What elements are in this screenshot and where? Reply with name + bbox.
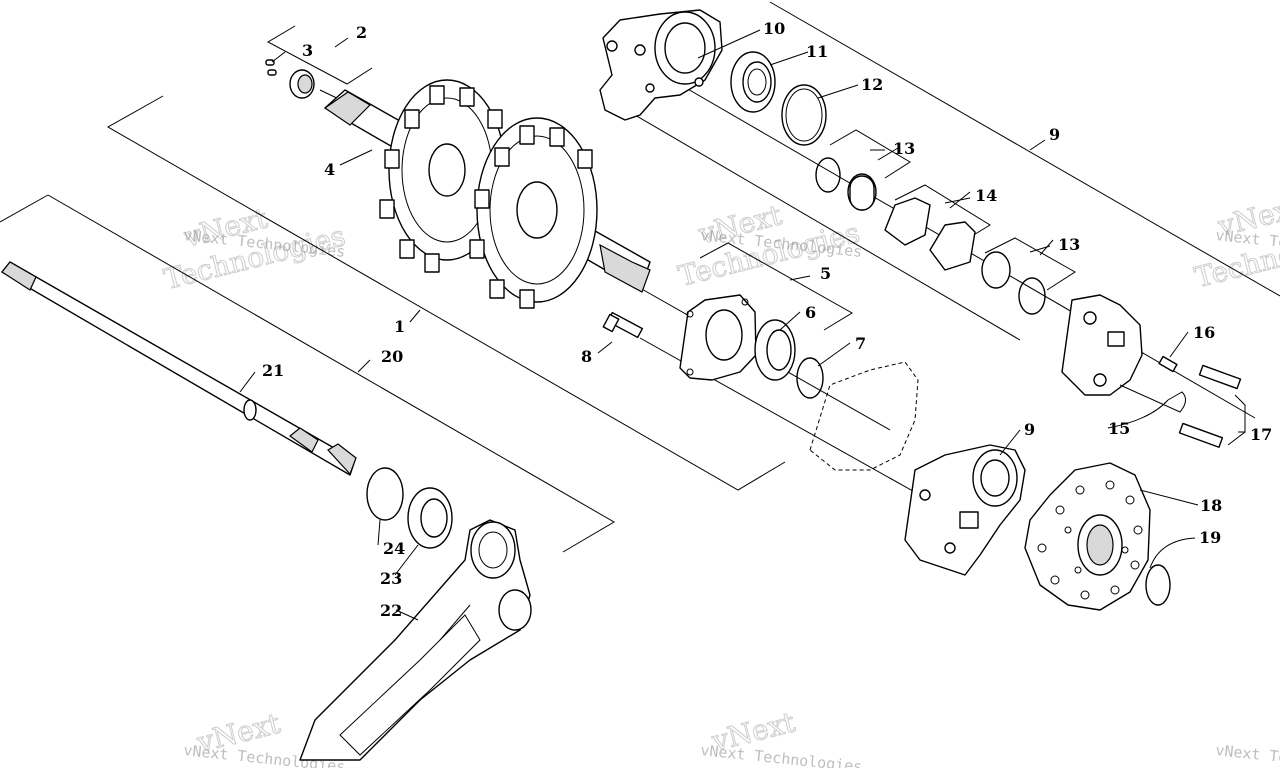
snap-ring-19 (1145, 564, 1171, 606)
brake-pad-14 (884, 197, 976, 271)
bearing-housing-lower (904, 444, 1026, 576)
callout-9-lower: 9 (1024, 420, 1035, 439)
bolt-17a (1198, 364, 1242, 390)
bearing-housing-top (599, 9, 723, 121)
pins-3 (265, 59, 277, 76)
bracket-17 (1227, 394, 1246, 446)
bearing-23 (407, 487, 453, 549)
callout-11: 11 (806, 42, 828, 61)
bracket-2 (266, 25, 373, 85)
callout-5: 5 (820, 264, 831, 283)
bearing-11 (730, 51, 776, 113)
ring-7 (796, 357, 824, 399)
brake-disc-18 (1024, 462, 1151, 611)
callout-22: 22 (380, 601, 402, 620)
callout-19: 19 (1199, 528, 1221, 547)
callout-7: 7 (855, 334, 866, 353)
bracket-14 (894, 184, 991, 243)
bearing-plate-5 (679, 294, 757, 381)
callout-21: 21 (262, 361, 284, 380)
callout-23: 23 (380, 569, 402, 588)
callout-13b: 13 (1058, 235, 1080, 254)
watermark-text-5: vNext Technologies (700, 741, 864, 768)
brake-caliper-outer (1061, 294, 1143, 396)
drive-shaft-assembly (323, 79, 651, 309)
callout-15: 15 (1108, 419, 1130, 438)
callout-24: 24 (383, 539, 405, 558)
suspension-arm-22 (299, 519, 532, 761)
clip-15 (1119, 384, 1186, 413)
guard-outline (809, 361, 919, 471)
callout-8: 8 (581, 347, 592, 366)
watermark-text-6: vNext Technologies (1215, 741, 1280, 768)
snap-ring-24 (366, 467, 404, 521)
callout-2: 2 (356, 23, 367, 42)
pin-16 (1158, 355, 1178, 373)
callout-17: 17 (1250, 425, 1272, 444)
snap-ring-12 (781, 84, 827, 146)
bracket-13-lower (984, 237, 1076, 291)
bracket-1 (106, 95, 786, 491)
spacer-13b (981, 251, 1046, 315)
callout-14: 14 (975, 186, 997, 205)
bolt-17b (1178, 422, 1224, 448)
callout-20: 20 (381, 347, 403, 366)
callout-13a: 13 (893, 139, 915, 158)
bolt-8 (602, 311, 644, 339)
seal-6 (754, 319, 796, 381)
bracket-5 (699, 242, 853, 331)
bracket-9-top (769, 1, 1280, 297)
callout-10: 10 (763, 19, 785, 38)
leader-lines (239, 29, 1199, 621)
bracket-13-top (829, 129, 911, 179)
bearing-cap-2 (289, 69, 315, 99)
callout-12: 12 (861, 75, 883, 94)
callout-4: 4 (324, 160, 335, 179)
callout-1: 1 (394, 317, 405, 336)
bracket-20 (0, 194, 49, 223)
spacer-13a (815, 157, 877, 211)
callout-16: 16 (1193, 323, 1215, 342)
callout-6: 6 (805, 303, 816, 322)
callout-9-top: 9 (1049, 125, 1060, 144)
callout-18: 18 (1200, 496, 1222, 515)
callout-3: 3 (302, 41, 313, 60)
axle-21 (1, 261, 357, 476)
